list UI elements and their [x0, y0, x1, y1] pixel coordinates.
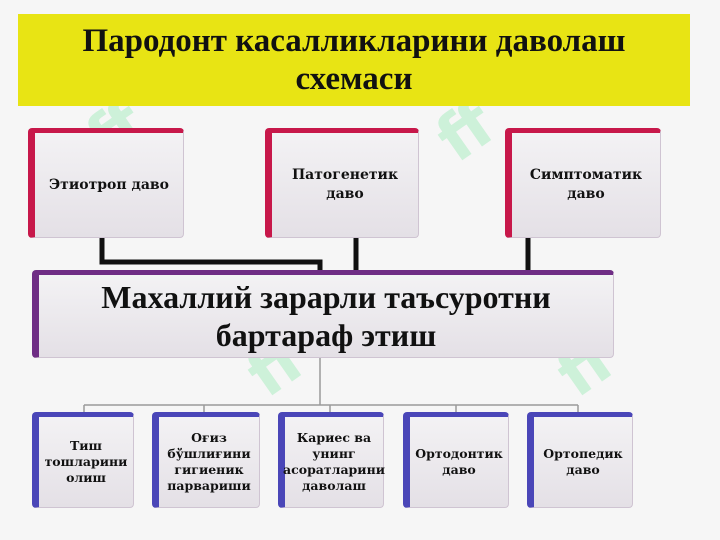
box-ortodontik-label: Ортодонтик даво: [415, 446, 503, 477]
connector-top-left: [99, 238, 323, 272]
box-etiotrop: Этиотроп даво: [28, 128, 184, 238]
box-etiotrop-label: Этиотроп даво: [49, 176, 169, 193]
title-band: Пародонт касалликларини даволаш схемаси: [18, 14, 690, 106]
box-simptomatik-label: Симптоматик даво: [529, 167, 643, 202]
box-simptomatik: Симптоматик даво: [505, 128, 661, 238]
box-gigiena: Оғиз бўшлиғини гигиеник парвариши: [152, 412, 260, 508]
box-tish-toshlari-label: Тиш тошларини олиш: [44, 438, 128, 485]
box-ortopedik-label: Ортопедик даво: [543, 446, 623, 477]
box-patogenetik-label: Патогенетик даво: [291, 167, 399, 202]
box-karies-label: Кариес ва унинг асоратларини даволаш: [283, 430, 385, 493]
box-karies: Кариес ва унинг асоратларини даволаш: [278, 412, 385, 508]
box-tish-toshlari: Тиш тошларини олиш: [32, 412, 134, 508]
box-ortodontik: Ортодонтик даво: [403, 412, 509, 508]
box-ortopedik: Ортопедик даво: [527, 412, 633, 508]
diagram-title: Пародонт касалликларини даволаш схемаси: [82, 23, 626, 97]
box-gigiena-label: Оғиз бўшлиғини гигиеник парвариши: [167, 430, 251, 493]
box-patogenetik: Патогенетик даво: [265, 128, 419, 238]
main-box-label: Махаллий зарарли таъсуротни бартараф эти…: [101, 279, 551, 353]
main-box: Махаллий зарарли таъсуротни бартараф эти…: [32, 270, 614, 358]
